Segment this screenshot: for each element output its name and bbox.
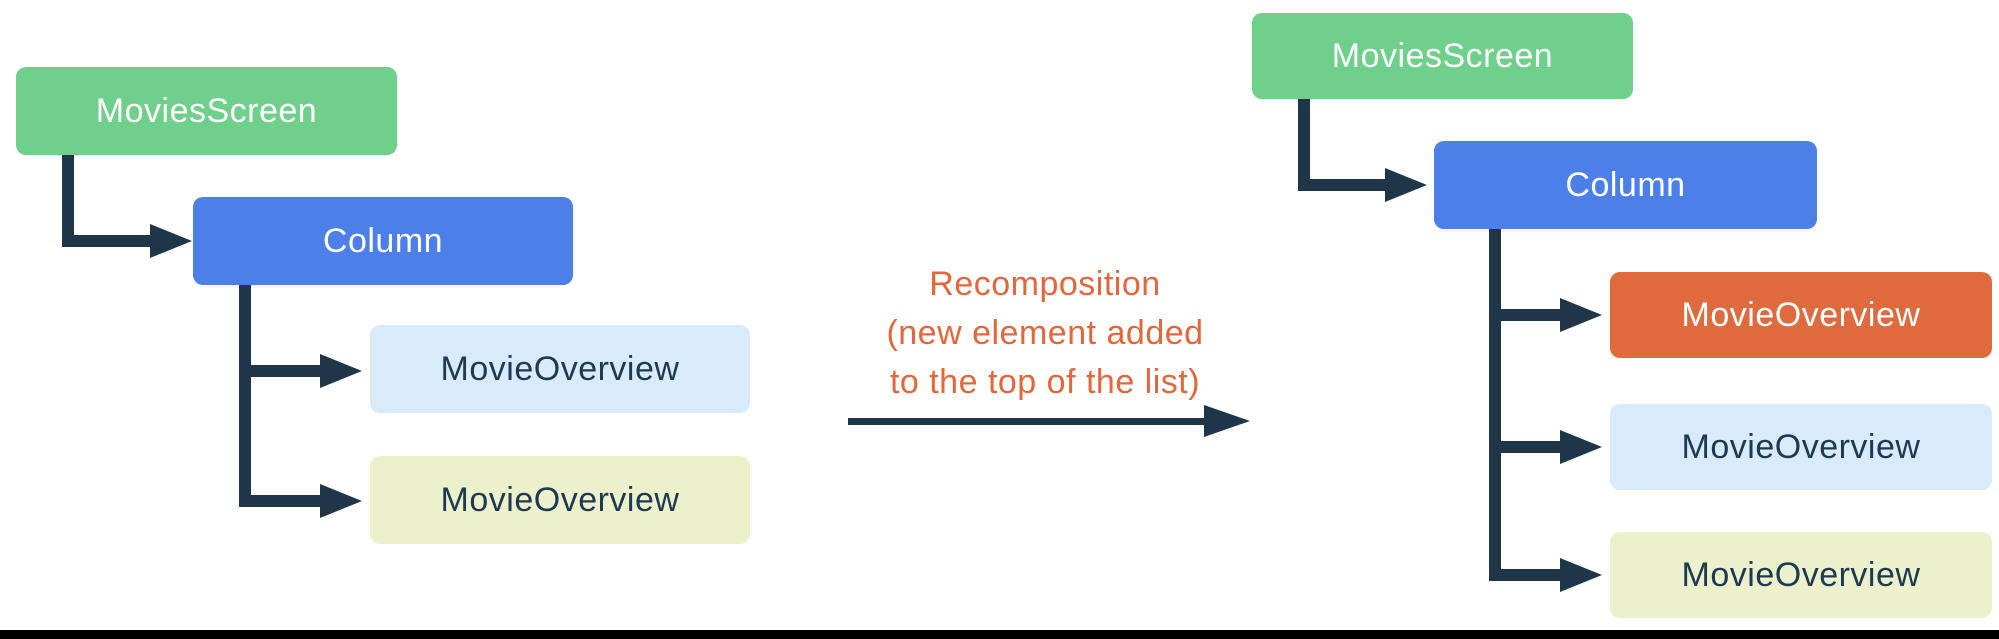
caption-line-1: Recomposition [929,265,1161,303]
node-label: MovieOverview [1681,555,1921,594]
right-node-movieoverview-new: MovieOverview [1610,272,1992,358]
caption-line-3: to the top of the list) [889,363,1201,401]
right-node-moviesscreen: MoviesScreen [1252,13,1633,99]
left-arrowhead-branch-1-icon [320,354,362,388]
left-node-column: Column [193,197,573,285]
right-connector-root-vertical [1298,99,1310,191]
right-connector-branch-3 [1489,569,1561,581]
right-arrowhead-branch-1-icon [1560,298,1602,332]
right-node-movieoverview-2: MovieOverview [1610,532,1992,618]
transition-arrow-shaft [848,418,1204,425]
node-label: MovieOverview [440,480,680,519]
node-label: MoviesScreen [1331,36,1554,75]
node-label: MovieOverview [1681,427,1921,466]
right-node-movieoverview-1: MovieOverview [1610,404,1992,490]
left-connector-column-vertical [239,285,251,507]
recomposition-caption: Recomposition (new element added to the … [795,260,1295,407]
caption-line-2: (new element added [886,314,1204,352]
left-node-movieoverview-1: MovieOverview [370,325,750,413]
transition-arrowhead-icon [1204,405,1250,437]
right-arrowhead-branch-3-icon [1560,558,1602,592]
left-arrowhead-branch-2-icon [320,484,362,518]
node-label: Column [1565,165,1686,204]
right-connector-root-horizontal [1298,179,1386,191]
node-label: MovieOverview [1681,295,1921,334]
right-node-column: Column [1434,141,1817,229]
left-connector-branch-2 [239,495,321,507]
right-connector-column-vertical [1489,229,1501,581]
right-arrowhead-to-column-icon [1385,168,1427,202]
left-node-movieoverview-2: MovieOverview [370,456,750,544]
bottom-divider [0,630,1999,639]
node-label: MoviesScreen [95,91,318,130]
left-node-moviesscreen: MoviesScreen [16,67,397,155]
right-arrowhead-branch-2-icon [1560,430,1602,464]
left-connector-branch-1 [239,365,321,377]
left-connector-root-vertical [62,155,74,247]
left-connector-root-horizontal [62,235,152,247]
right-connector-branch-1 [1489,309,1561,321]
left-arrowhead-to-column-icon [150,224,192,258]
node-label: Column [322,221,444,260]
right-connector-branch-2 [1489,441,1561,453]
node-label: MovieOverview [440,349,680,388]
